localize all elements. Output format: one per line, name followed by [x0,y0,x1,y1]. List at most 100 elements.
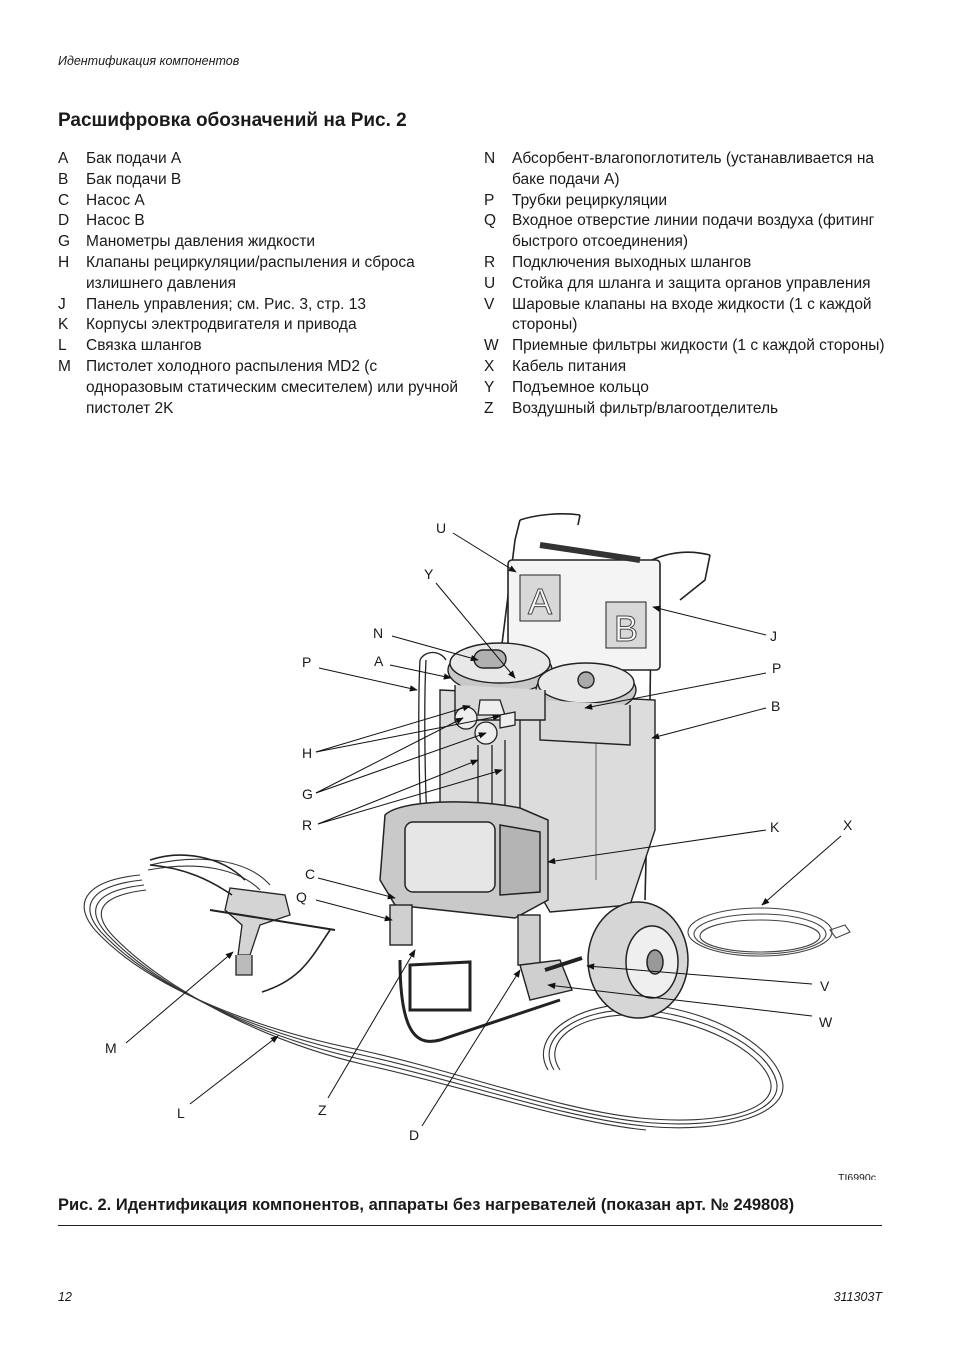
legend-text: Подъемное кольцо [512,378,649,396]
leader-h-2 [315,714,501,753]
leader-u [452,532,517,573]
callout-r: R [302,817,312,833]
legend-text: Абсорбент-влагопоглотитель (устанавливае… [512,150,875,188]
leader-d [421,969,521,1127]
leader-q [315,899,393,922]
legend-key: P [484,191,495,209]
leader-p-right [584,672,767,710]
leader-p-left [318,667,418,692]
legend-text: Шаровые клапаны на входе жидкости (1 с к… [512,295,872,334]
legend-item: Y Подъемное кольцо [484,378,904,399]
tank-lids [447,642,637,746]
legend-key: J [58,295,66,313]
legend-item: D Насос B [58,211,468,232]
callout-v: V [820,978,830,994]
callout-w: W [819,1014,833,1030]
legend-key: W [484,337,499,355]
leader-y [435,582,516,679]
section-title: Расшифровка обозначений на Рис. 2 [58,110,407,131]
cart-wheel [587,901,689,1019]
leader-k [547,829,767,865]
legend-item: W Приемные фильтры жидкости (1 с каждой с… [484,336,904,357]
legend-text: Подключения выходных шлангов [512,253,752,271]
callout-d: D [409,1127,419,1143]
caption-rule [58,1225,882,1226]
leader-r-2 [317,768,503,825]
legend-text: Кабель питания [512,357,627,375]
callout-x: X [843,817,853,833]
spray-gun [149,854,336,993]
legend-key: R [484,253,496,271]
power-cable-coil [687,907,851,957]
legend-text: Стойка для шланга и защита органов управ… [512,274,871,292]
leader-j [652,605,767,636]
legend-key: B [58,170,69,188]
callout-b: B [771,698,780,714]
callout-p-right: P [772,660,781,676]
legend-text: Входное отверстие линии подачи воздуха (… [512,212,875,251]
callout-n: N [373,625,383,641]
leader-m [125,951,234,1044]
callout-l: L [177,1105,185,1121]
legend-key: L [58,337,67,355]
callout-j: J [770,628,777,644]
figure-caption: Рис. 2. Идентификация компонентов, аппар… [58,1196,795,1214]
leader-w [547,982,813,1017]
page-number: 12 [58,1290,72,1304]
legend-item: L Связка шлангов [58,336,468,357]
legend-item: B Бак подачи B [58,170,468,191]
callout-q: Q [296,889,307,905]
callout-u: U [436,520,446,536]
legend-key: Y [484,378,495,396]
legend-key: X [484,357,495,375]
leader-g-2 [315,732,487,794]
legend-text: Приемные фильтры жидкости (1 с каждой ст… [512,337,885,355]
tank-b-marking: B [614,608,638,649]
legend-key: Z [484,399,494,417]
callout-y: Y [424,566,434,582]
leader-g-1 [315,717,464,794]
callout-z: Z [318,1102,327,1118]
legend-text: Связка шлангов [86,337,202,355]
document-number: 311303T [833,1290,882,1304]
running-header: Идентификация компонентов [58,54,240,68]
leader-z [327,949,416,1099]
callout-k: K [770,819,780,835]
legend-text: Насос A [86,191,145,209]
legend-right-column: N Абсорбент-влагопоглотитель (устанавлива… [484,149,904,419]
callout-g: G [302,786,313,802]
callout-h: H [302,745,312,761]
figure-code: TI6990c [838,1172,876,1180]
legend-key: M [58,357,71,375]
legend-text: Насос B [86,212,145,230]
legend-item: N Абсорбент-влагопоглотитель (устанавлива… [484,149,904,191]
legend-text: Корпусы электродвигателя и привода [86,316,357,334]
legend-text: Бак подачи B [86,170,182,188]
legend-key: N [484,150,496,167]
cart-frame [494,513,711,901]
leader-a [389,664,452,680]
leader-x [761,835,842,906]
legend-item: R Подключения выходных шлангов [484,253,904,274]
legend-item: X Кабель питания [484,357,904,378]
callout-leaders [125,532,842,1127]
motor-drive-housing [379,801,549,919]
legend-text: Бак подачи A [86,150,182,167]
tank-a-marking: A [528,581,552,622]
legend-text: Манометры давления жидкости [86,233,316,251]
callout-labels: U Y N A P J P B H G R K X C Q V W M L Z … [105,520,853,1143]
callout-c: C [305,866,315,882]
legend-key: D [58,212,70,230]
pumps-and-lower-frame [389,904,583,1043]
legend-text: Клапаны рециркуляции/распыления и сброса… [86,253,415,292]
